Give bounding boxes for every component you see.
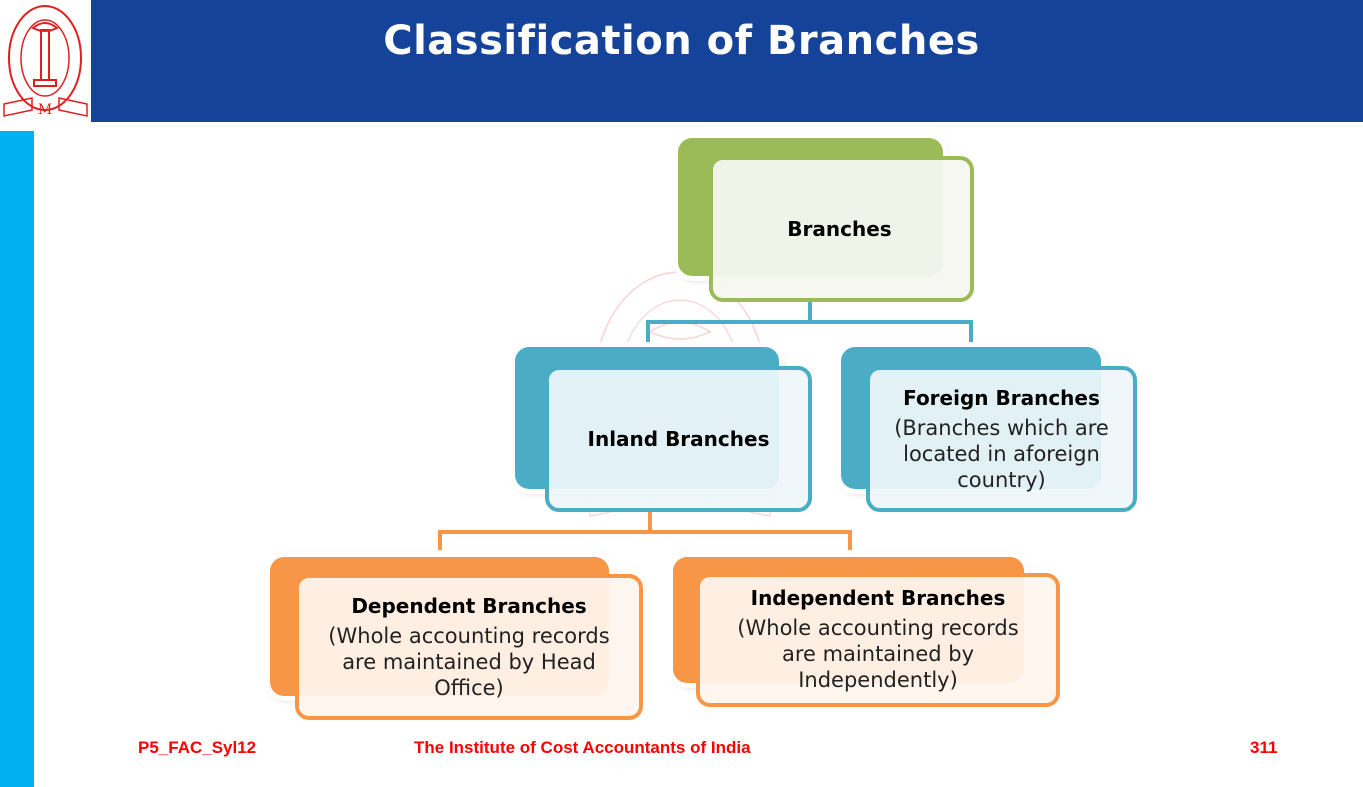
connector-to-dependent	[438, 530, 442, 550]
connector-inland-stem	[648, 508, 652, 534]
svg-text:M: M	[38, 102, 52, 118]
node-independent-front: Independent Branches (Whole accounting r…	[696, 573, 1060, 707]
footer-page-number: 311	[1250, 738, 1278, 757]
header-bar	[91, 0, 1363, 122]
connector-to-independent	[848, 530, 852, 550]
node-dependent-desc: (Whole accounting records are maintained…	[328, 624, 610, 700]
page-title: Classification of Branches	[383, 18, 980, 64]
node-branches-title: Branches	[787, 217, 892, 241]
connector-to-foreign	[969, 320, 973, 346]
connector-level3-bar	[438, 530, 852, 534]
node-foreign-desc: (Branches which are located in aforeign …	[894, 416, 1109, 492]
node-independent-title: Independent Branches	[750, 586, 1006, 610]
connector-to-inland	[646, 320, 650, 346]
node-inland-front: Inland Branches	[545, 366, 812, 512]
footer-institute-name: The Institute of Cost Accountants of Ind…	[414, 738, 751, 757]
connector-level2-bar	[646, 320, 973, 324]
connector-root-stem	[808, 298, 812, 324]
node-branches-front: Branches	[709, 156, 974, 302]
side-accent-strip	[0, 131, 34, 787]
node-dependent-title: Dependent Branches	[351, 594, 587, 618]
node-independent-desc: (Whole accounting records are maintained…	[737, 616, 1019, 692]
footer-course-code: P5_FAC_Syl12	[138, 738, 257, 757]
institute-logo: M	[0, 0, 91, 122]
node-foreign-front: Foreign Branches (Branches which are loc…	[866, 366, 1137, 512]
node-dependent-front: Dependent Branches (Whole accounting rec…	[295, 574, 643, 720]
node-inland-title: Inland Branches	[587, 427, 770, 451]
institute-seal-icon: M	[3, 5, 88, 118]
node-foreign-title: Foreign Branches	[903, 386, 1100, 410]
